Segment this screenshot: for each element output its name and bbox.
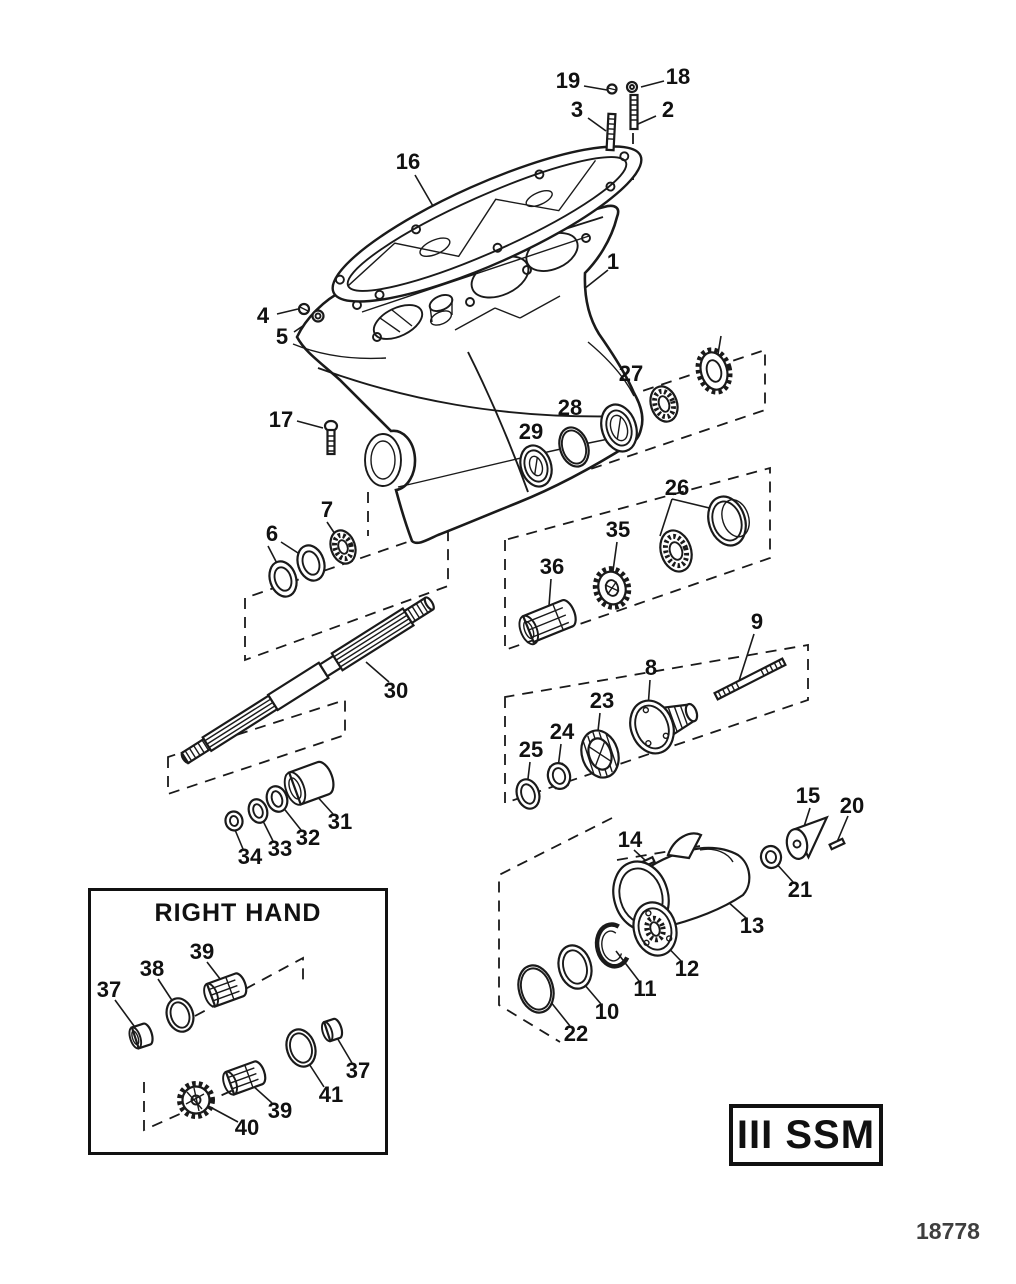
stamp-text: III SSM	[736, 1112, 876, 1157]
drawing-number: 18778	[916, 1218, 980, 1244]
stamp-box: III SSM	[729, 1104, 883, 1166]
inset-title: RIGHT HAND	[154, 899, 322, 927]
